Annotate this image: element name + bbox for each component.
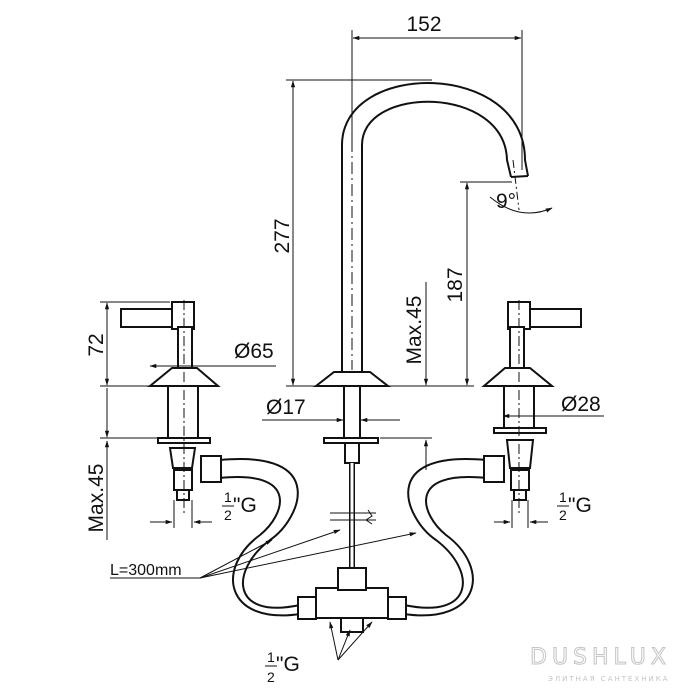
dim-handle-height: 72: [85, 333, 108, 356]
nuts: [200, 455, 505, 620]
right-handle: [481, 300, 582, 515]
spout-base: [313, 371, 391, 570]
dim-deck-thickness-left: Max.45: [85, 464, 108, 533]
dimension-lines: [100, 30, 604, 661]
svg-text:1: 1: [267, 649, 275, 665]
svg-text:"G: "G: [233, 494, 257, 517]
watermark-brand: DUSHLUX: [530, 645, 671, 670]
spout: [341, 82, 529, 372]
svg-text:"G: "G: [276, 653, 300, 676]
dim-total-height: 277: [271, 218, 294, 253]
watermark-tagline: ЭЛИТНАЯ САНТЕХНИКА: [548, 675, 670, 683]
dim-spout-reach: 152: [406, 13, 441, 36]
left-handle: [120, 300, 221, 515]
svg-text:1: 1: [559, 489, 567, 505]
mixing-tee: [315, 567, 389, 633]
svg-text:1: 1: [224, 489, 232, 505]
dim-handle-shank-diameter: Ø28: [561, 393, 601, 416]
svg-text:2: 2: [559, 507, 567, 523]
thread-label-left: 1 2 "G: [222, 489, 257, 523]
dim-spout-angle: 9°: [496, 190, 516, 213]
svg-text:2: 2: [267, 669, 275, 685]
dim-handle-base-diameter: Ø65: [234, 340, 274, 363]
dim-hose-length: L=300mm: [110, 562, 182, 579]
dim-spout-height: 187: [444, 267, 467, 302]
thread-label-right: 1 2 "G: [557, 489, 592, 523]
dim-spout-shank-diameter: Ø17: [266, 396, 306, 419]
thread-label-bottom: 1 2 "G: [265, 649, 300, 685]
svg-text:2: 2: [224, 507, 232, 523]
svg-text:"G: "G: [568, 494, 592, 517]
dim-deck-thickness-center: Max.45: [403, 296, 426, 365]
